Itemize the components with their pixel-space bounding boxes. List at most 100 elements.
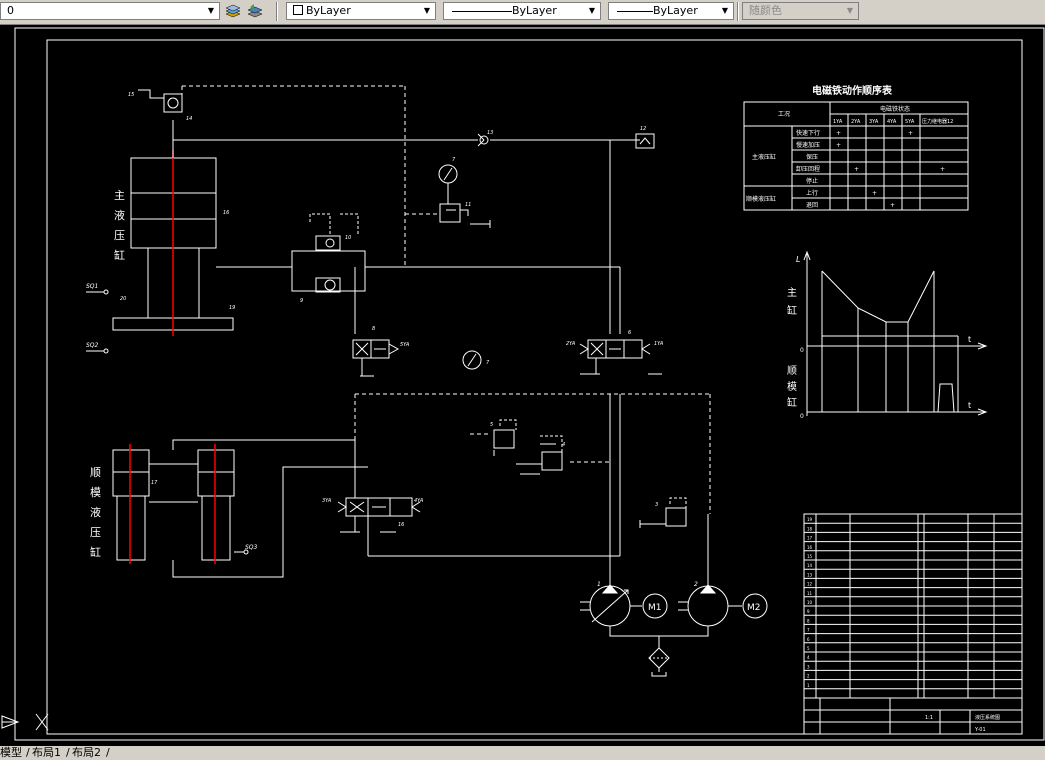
svg-text:8: 8 xyxy=(372,326,375,332)
part-number: 19 xyxy=(807,517,813,522)
layer-dropdown[interactable]: 0 ▼ xyxy=(0,2,220,20)
limit-switch-sq2 xyxy=(86,348,109,354)
svg-text:1: 1 xyxy=(597,581,601,588)
relief-valve-11 xyxy=(439,203,491,228)
limit-switch-sq1 xyxy=(86,289,109,295)
svg-text:SQ3: SQ3 xyxy=(245,544,258,551)
relief-valve-5 xyxy=(493,419,517,456)
svg-text:1:1: 1:1 xyxy=(925,715,933,721)
main-cylinder-label: 主 液 压 缸 xyxy=(114,189,125,262)
part-number: 9 xyxy=(807,609,810,614)
svg-text:11: 11 xyxy=(465,202,471,208)
toolbar-separator xyxy=(276,2,278,21)
linetype-dropdown[interactable]: ByLayer ▼ xyxy=(443,2,601,20)
svg-text:+: + xyxy=(854,166,859,173)
title-block-text: 1:1 液压系统图 Y-01 xyxy=(925,714,1000,733)
svg-text:2YA: 2YA xyxy=(851,119,861,125)
chevron-down-icon: ▼ xyxy=(588,6,596,15)
color-value: ByLayer xyxy=(306,4,351,17)
check-valve-13 xyxy=(477,133,489,147)
plotstyle-value: 随颜色 xyxy=(749,4,782,17)
svg-text:电磁铁状态: 电磁铁状态 xyxy=(880,105,910,113)
layer-manager-icon[interactable] xyxy=(224,3,242,19)
svg-text:4YA: 4YA xyxy=(887,119,897,125)
svg-text:SQ2: SQ2 xyxy=(86,342,99,349)
svg-text:工况: 工况 xyxy=(778,111,790,118)
relief-valve-3 xyxy=(639,497,687,528)
svg-text:19: 19 xyxy=(229,305,235,311)
solenoid-table xyxy=(743,101,969,211)
svg-text:5: 5 xyxy=(490,422,493,428)
svg-text:+: + xyxy=(908,130,913,137)
lineweight-value: ByLayer xyxy=(653,4,698,17)
pressure-relay-12 xyxy=(635,133,655,149)
svg-text:13: 13 xyxy=(487,130,493,136)
svg-text:上行: 上行 xyxy=(806,189,818,197)
color-dropdown[interactable]: ByLayer ▼ xyxy=(286,2,436,20)
svg-text:3YA: 3YA xyxy=(869,119,879,125)
svg-text:4YA: 4YA xyxy=(414,498,424,504)
svg-text:2YA: 2YA xyxy=(566,341,576,347)
directional-valve-8 xyxy=(352,339,400,377)
svg-text:12: 12 xyxy=(640,126,646,132)
part-number: 18 xyxy=(807,526,813,531)
toolbar-separator xyxy=(737,2,739,21)
svg-text:缸: 缸 xyxy=(787,396,797,409)
svg-text:快速下行: 快速下行 xyxy=(796,129,820,137)
part-number: 13 xyxy=(807,572,813,577)
svg-text:压力继电器12: 压力继电器12 xyxy=(922,118,953,125)
svg-text:顺: 顺 xyxy=(90,466,101,479)
layer-previous-icon[interactable] xyxy=(246,3,264,19)
svg-text:1YA: 1YA xyxy=(654,341,664,347)
table-title: 电磁铁动作顺序表 xyxy=(812,84,893,97)
svg-text:7: 7 xyxy=(452,157,456,163)
sheet-outer-border xyxy=(14,27,1045,741)
main-cylinder xyxy=(112,120,234,336)
svg-text:4: 4 xyxy=(562,442,565,448)
svg-text:L: L xyxy=(796,255,800,264)
svg-text:5YA: 5YA xyxy=(905,119,915,125)
pressure-gauge-7-top xyxy=(438,164,458,204)
svg-text:Y-01: Y-01 xyxy=(974,727,986,733)
svg-text:20: 20 xyxy=(120,296,126,302)
tab-layout1[interactable]: 布局1 xyxy=(32,746,61,759)
svg-text:顺: 顺 xyxy=(787,365,797,377)
svg-text:顺模液压缸: 顺模液压缸 xyxy=(746,195,776,203)
part-number: 11 xyxy=(807,591,813,596)
layout-tabs: 模型 / 布局1 / 布局2 / xyxy=(0,746,1045,760)
svg-text:缸: 缸 xyxy=(90,545,101,559)
clamp-cylinders xyxy=(112,439,368,578)
tab-separator: / xyxy=(26,746,30,759)
pilot-lines xyxy=(354,86,711,514)
part-number: 3 xyxy=(807,664,810,669)
svg-text:9: 9 xyxy=(300,298,303,304)
suction-filter xyxy=(609,626,709,677)
svg-text:慢速加压: 慢速加压 xyxy=(796,141,820,149)
prefill-valve-14 xyxy=(138,85,405,113)
tab-layout2[interactable]: 布局2 xyxy=(72,746,101,759)
chevron-down-icon: ▼ xyxy=(207,6,215,15)
svg-text:退回: 退回 xyxy=(806,201,818,209)
svg-text:5YA: 5YA xyxy=(400,342,410,348)
part-number: 7 xyxy=(807,628,810,633)
part-number: 10 xyxy=(807,600,813,605)
valve-4 xyxy=(516,435,563,475)
ucs-icon xyxy=(1,713,49,731)
tab-model[interactable]: 模型 xyxy=(0,746,22,759)
svg-text:16: 16 xyxy=(223,210,229,216)
directional-valve-16 xyxy=(337,467,421,556)
svg-text:16: 16 xyxy=(398,522,404,528)
svg-text:2: 2 xyxy=(694,581,698,588)
part-number: 16 xyxy=(807,545,813,550)
tab-separator: / xyxy=(66,746,70,759)
drawing-canvas[interactable]: 主 液 压 缸 15 14 16 20 19 SQ1 SQ xyxy=(0,24,1045,746)
svg-text:+: + xyxy=(836,142,841,149)
lineweight-dropdown[interactable]: ByLayer ▼ xyxy=(608,2,734,20)
svg-text:17: 17 xyxy=(151,480,158,486)
svg-text:15: 15 xyxy=(128,92,134,98)
svg-text:M1: M1 xyxy=(648,603,662,613)
svg-text:t: t xyxy=(968,401,971,410)
svg-text:0: 0 xyxy=(800,413,804,420)
svg-text:保压: 保压 xyxy=(806,153,818,161)
